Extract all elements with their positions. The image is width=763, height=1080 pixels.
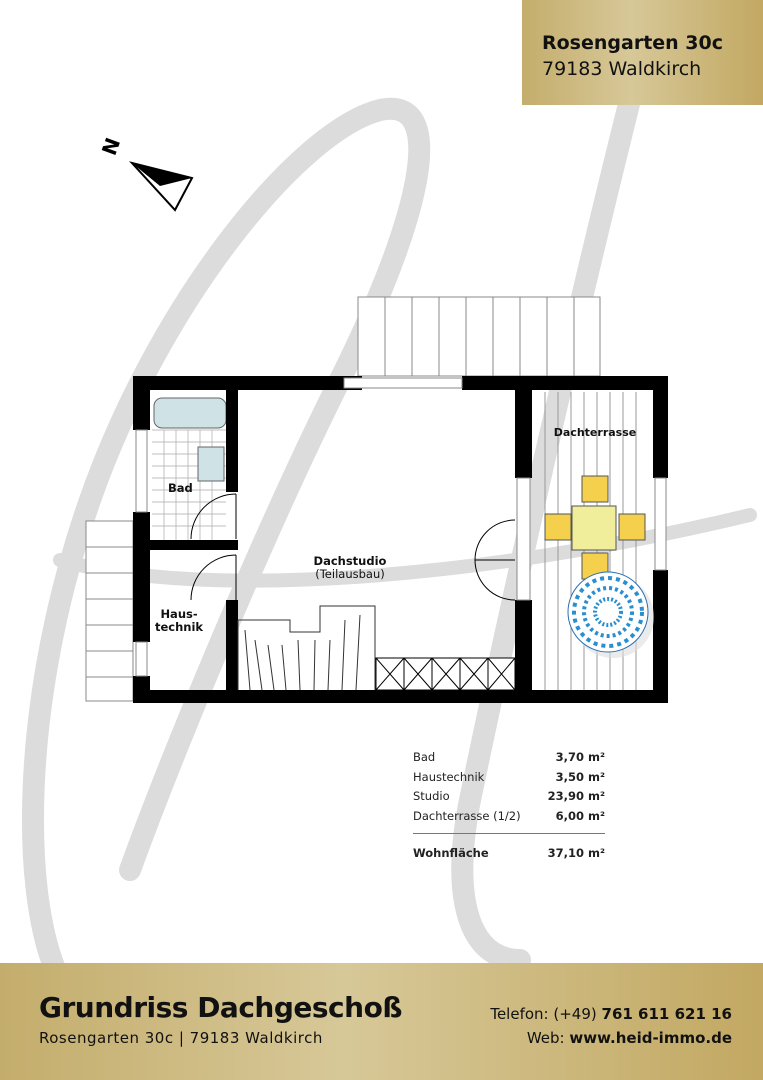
doors	[190, 493, 516, 601]
room-label-dachstudio-note: (Teilausbau)	[315, 567, 385, 581]
outside-steps	[85, 520, 134, 702]
svg-text:N: N	[97, 134, 125, 158]
room-label-dachstudio: Dachstudio	[313, 554, 387, 568]
footer-subtitle: Rosengarten 30c | 79183 Waldkirch	[39, 1029, 323, 1047]
bathtub	[153, 397, 227, 429]
room-label-bad: Bad	[168, 481, 193, 495]
bath-tiles	[152, 429, 226, 540]
terrace-furniture	[544, 475, 646, 580]
footer-web[interactable]: Web: www.heid-immo.de	[526, 1029, 732, 1047]
room-label-haustechnik: Haus- technik	[155, 607, 204, 634]
area-row: Dachterrasse (1/2)6,00 m²	[413, 808, 605, 823]
windows	[135, 377, 667, 677]
footer-phone: Telefon: (+49) 761 611 621 16	[490, 1005, 732, 1023]
storage-cabinets	[375, 657, 516, 691]
walls	[133, 376, 668, 703]
shower	[197, 446, 225, 482]
header-street: Rosengarten 30c	[542, 32, 724, 54]
compass-north-arrow: N	[97, 134, 194, 212]
address-header: Rosengarten 30c 79183 Waldkirch	[522, 0, 763, 105]
footer-title: Grundriss Dachgeschoß	[39, 991, 402, 1024]
room-label-dachterrasse: Dachterrasse	[553, 426, 637, 439]
balcony-top	[357, 296, 601, 377]
parasol	[567, 571, 654, 658]
divider	[413, 833, 605, 834]
stairs	[237, 605, 376, 691]
footer: Grundriss Dachgeschoß Rosengarten 30c | …	[0, 963, 763, 1080]
header-city: 79183 Waldkirch	[542, 58, 702, 80]
